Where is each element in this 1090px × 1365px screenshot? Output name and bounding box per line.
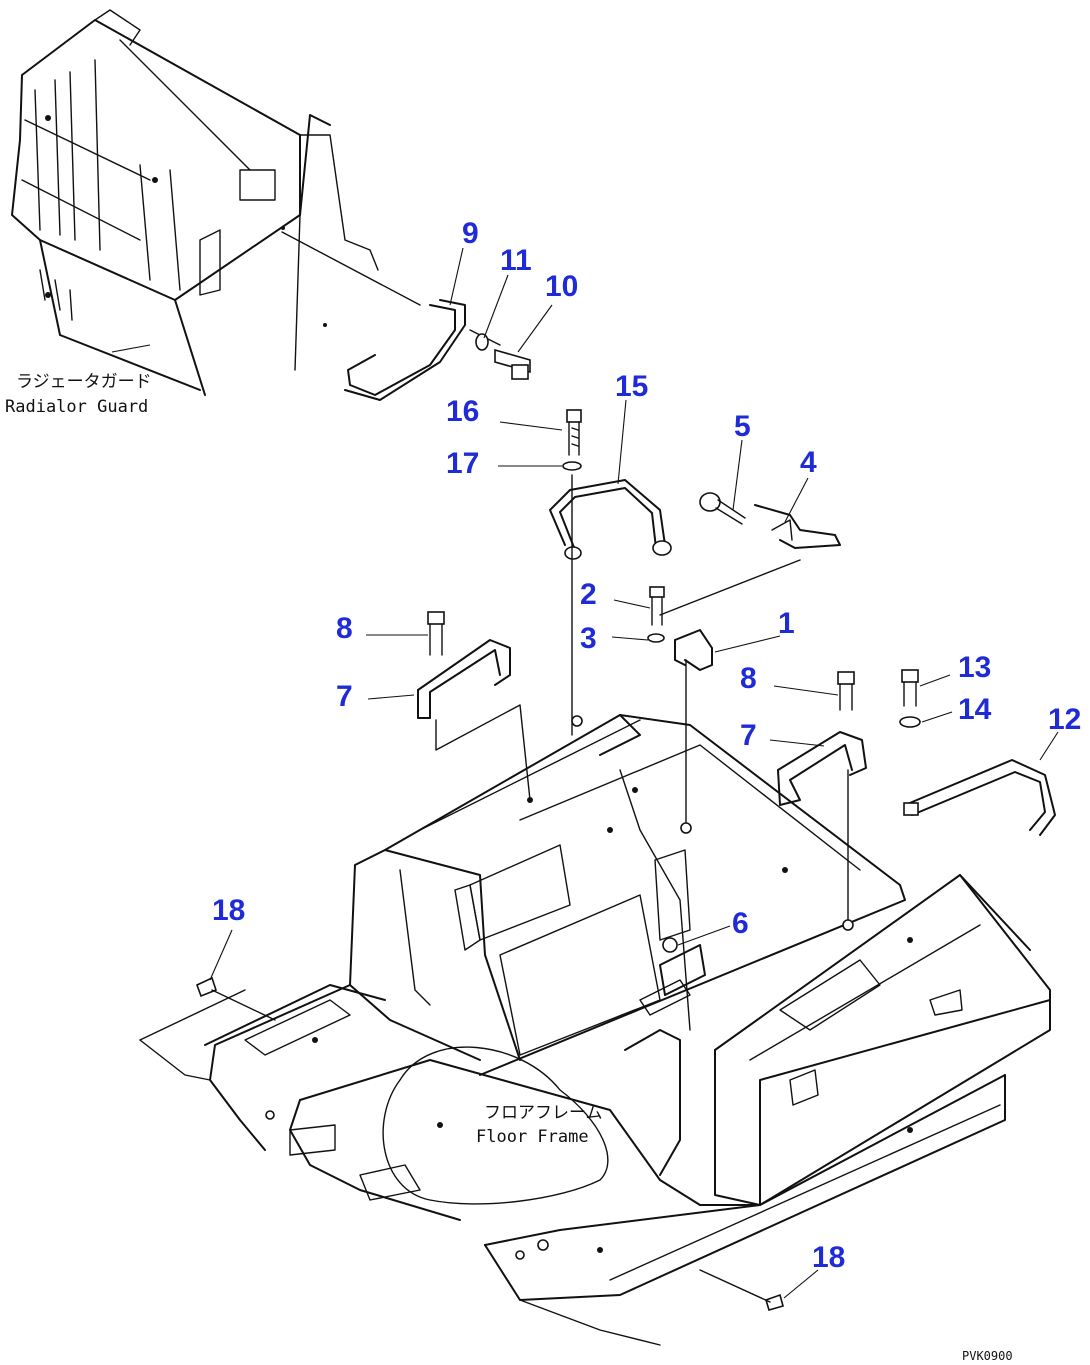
- floor-frame-drawing: [139, 714, 1051, 1346]
- drawing-code: PVK0900: [962, 1349, 1013, 1363]
- callout-10: 10: [545, 270, 578, 303]
- callout-3: 3: [580, 622, 597, 655]
- handrail-15-drawing: [549, 409, 672, 736]
- bracket-4-drawing: [699, 492, 841, 549]
- radiator-guard-label-en: Radialor Guard: [5, 397, 148, 417]
- leader-lines: [111, 247, 1059, 1299]
- callout-7-left: 7: [336, 680, 353, 713]
- bolt-13-drawing: [899, 669, 921, 728]
- callout-8-right: 8: [740, 662, 757, 695]
- callout-numbers: 1 2 3 4 5 6 7 7 8 8 9 10 11 12 13 14 15 …: [212, 217, 1081, 1274]
- bracket-1-drawing: [647, 559, 801, 831]
- callout-11: 11: [500, 244, 532, 277]
- callout-17: 17: [446, 447, 479, 480]
- radiator-guard-drawing: [11, 9, 379, 396]
- callout-5: 5: [734, 410, 751, 443]
- callout-1: 1: [778, 607, 795, 640]
- callout-12: 12: [1048, 703, 1081, 736]
- callout-14: 14: [958, 693, 992, 726]
- handrail-9-drawing: [281, 231, 531, 401]
- callout-16: 16: [446, 395, 479, 428]
- callout-13: 13: [958, 651, 991, 684]
- step-7-right-drawing: [777, 671, 867, 926]
- radiator-guard-label-jp: ラジェータガード: [16, 372, 152, 392]
- callout-18-bottom: 18: [812, 1241, 845, 1274]
- callout-18-left: 18: [212, 894, 245, 927]
- step-7-left-drawing: [417, 611, 531, 801]
- callout-4: 4: [800, 446, 817, 479]
- component-labels: ラジェータガード Radialor Guard フロアフレーム Floor Fr…: [5, 372, 1013, 1363]
- callout-9: 9: [462, 217, 479, 250]
- callout-15: 15: [615, 370, 648, 403]
- callout-2: 2: [580, 578, 597, 611]
- handrail-12-drawing: [903, 759, 1056, 836]
- callout-8-left: 8: [336, 612, 353, 645]
- floor-frame-label-en: Floor Frame: [476, 1127, 589, 1147]
- callout-6: 6: [732, 907, 749, 940]
- callout-7-right: 7: [740, 719, 757, 752]
- floor-frame-label-jp: フロアフレーム: [484, 1103, 603, 1123]
